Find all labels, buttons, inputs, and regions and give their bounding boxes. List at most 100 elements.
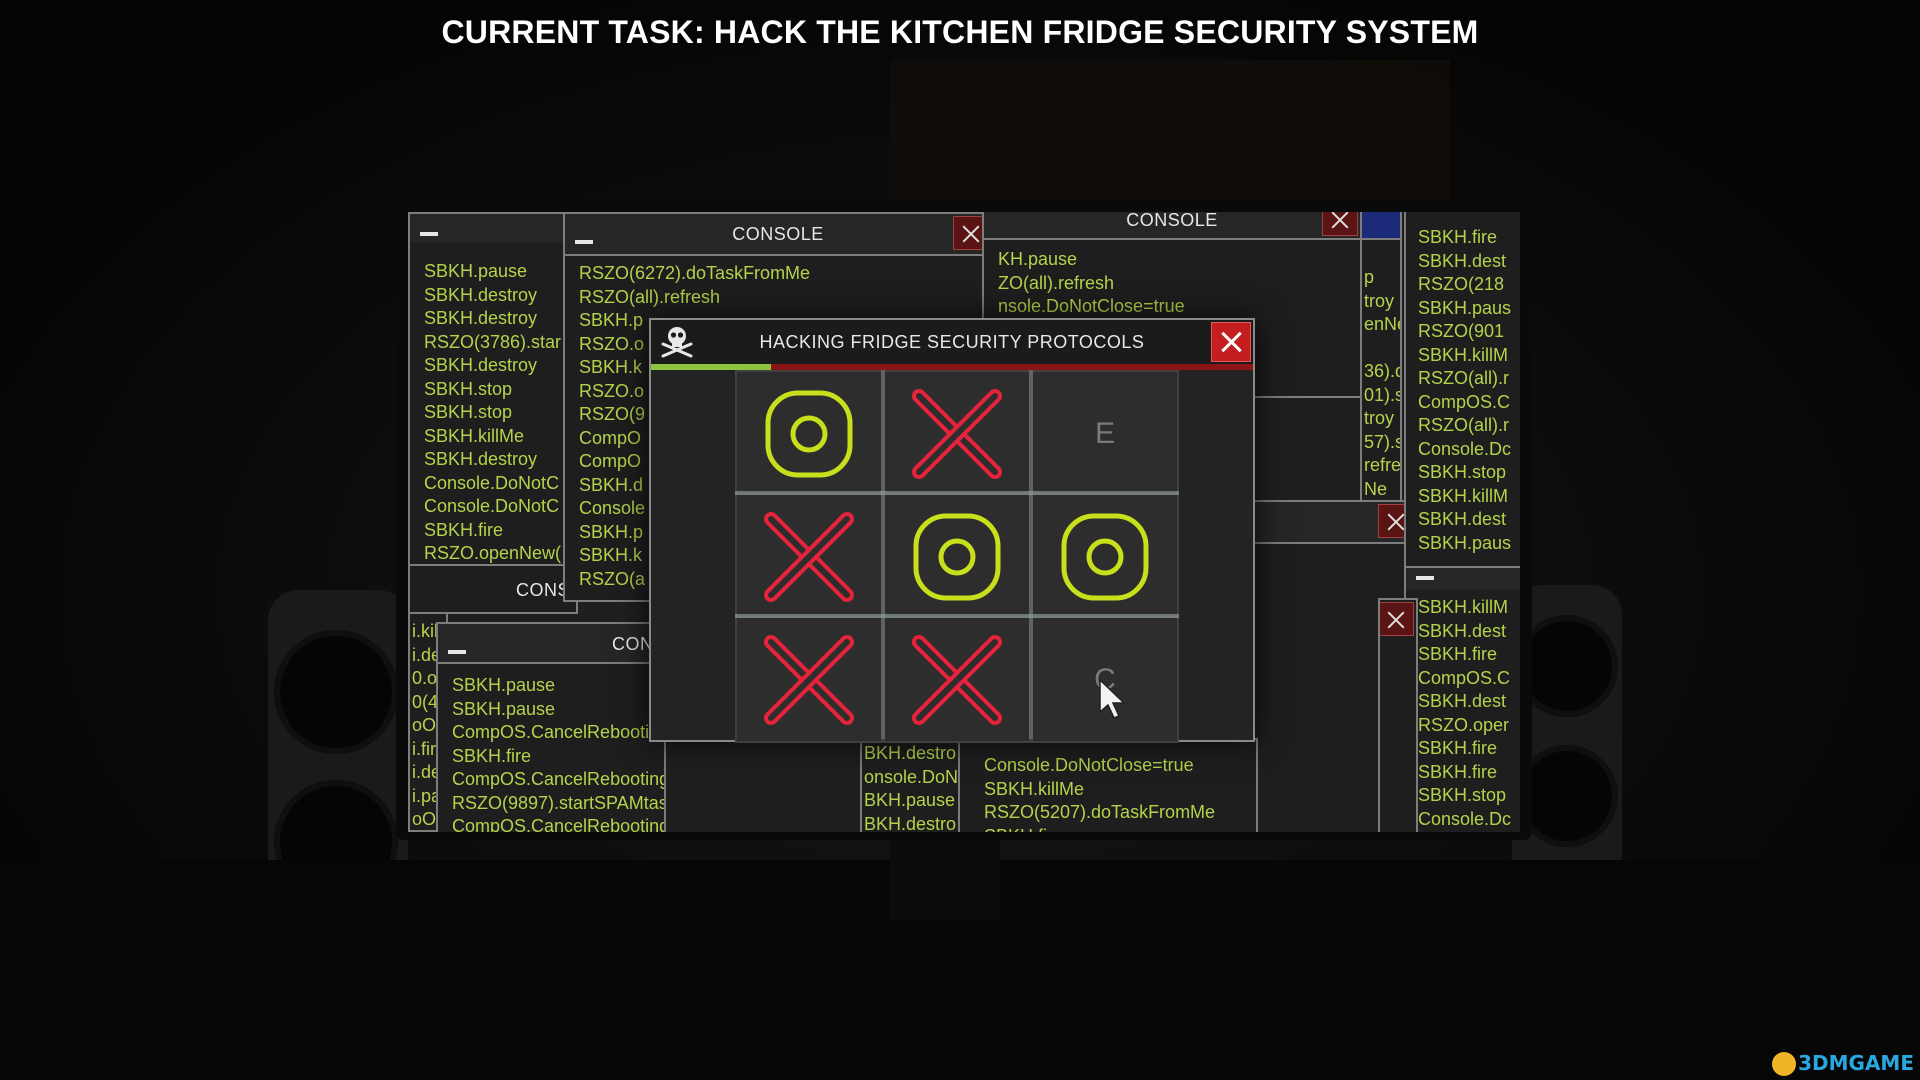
- board-cell-r1-c1[interactable]: [735, 370, 883, 497]
- console-log-line: RSZO(6272).doTaskFromMe: [579, 263, 811, 283]
- console-log-line: i.kil: [412, 621, 438, 641]
- board-cell-r1-c2[interactable]: [883, 370, 1031, 497]
- console-log-line: 0(4: [412, 691, 439, 712]
- board-cell-r2-c1[interactable]: [735, 493, 883, 620]
- console-log-line: BKH.destro: [864, 743, 957, 763]
- console-log-line: SBKH.p: [579, 521, 644, 542]
- console-log-line: RSZO(a: [579, 568, 646, 589]
- console-log-line: CompOS.C: [1418, 391, 1511, 412]
- console-log-line: SBKH.destroy: [424, 284, 538, 305]
- console-log-line: i.de: [412, 762, 442, 782]
- console-log-line: SBKH.stop: [424, 378, 513, 399]
- console-log-line: SBKH.k: [579, 545, 643, 565]
- board-cell-r1-c3[interactable]: E: [1031, 370, 1179, 497]
- minimize-icon[interactable]: [420, 232, 438, 236]
- console-title-bar[interactable]: [410, 214, 576, 242]
- mouse-cursor-icon: [1099, 678, 1126, 719]
- console-log-line: Console.Dc: [1418, 808, 1512, 829]
- board-grid-line: [735, 491, 1179, 495]
- console-log-line: RSZO.o: [579, 333, 645, 354]
- background-shelf: [890, 60, 1450, 200]
- console-log-line: BKH.pause: [864, 790, 956, 810]
- console-log-line: SBKH.destroy: [424, 308, 538, 328]
- console-log-line: RSZO(901: [1418, 321, 1505, 341]
- console-log-line: SBKH.stop: [424, 402, 513, 422]
- right-speaker-cone: [1516, 745, 1618, 847]
- console-log-line: RSZO(9: [579, 404, 646, 424]
- close-button[interactable]: [1211, 322, 1251, 362]
- console-log-line: SBKH.stop: [1418, 785, 1507, 805]
- console-log-line: KH.pause: [998, 249, 1078, 269]
- board-cell-letter: E: [1094, 416, 1115, 450]
- console-window[interactable]: CONS: [408, 564, 578, 614]
- board-cell-r2-c2[interactable]: [883, 493, 1031, 620]
- minimize-icon[interactable]: [448, 650, 466, 654]
- x-mark-icon: [764, 634, 854, 725]
- console-log-line: enNe: [1364, 314, 1400, 334]
- console-log-line: SBKH.killM: [1418, 597, 1509, 617]
- watermark-logo-icon: [1772, 1052, 1797, 1076]
- console-log-line: Console: [579, 498, 646, 518]
- console-log-line: RSZO(218: [1418, 274, 1505, 294]
- board-cell-r3-c2[interactable]: [883, 616, 1031, 743]
- console-log-line: SBKH.dest: [1418, 250, 1507, 271]
- watermark-text: 3DMGAME: [1798, 1050, 1914, 1075]
- board-cell-r2-c3[interactable]: [1031, 493, 1179, 620]
- console-log-line: Console.Dc: [1418, 438, 1512, 459]
- board-cell-r3-c1[interactable]: [735, 616, 883, 743]
- console-log-line: 01).s: [1364, 384, 1402, 405]
- console-log-line: CompO: [579, 451, 642, 471]
- minimize-icon[interactable]: [1416, 576, 1434, 580]
- console-log-line: SBKH.destroy: [424, 355, 538, 375]
- console-title-bar[interactable]: CONSOLE: [565, 214, 991, 256]
- x-mark-icon: [912, 634, 1002, 725]
- skull-crossbones-icon: [661, 327, 693, 358]
- console-title-bar[interactable]: [1406, 568, 1520, 590]
- close-button[interactable]: [1380, 602, 1414, 636]
- hacking-dialog-title-bar[interactable]: HACKING FRIDGE SECURITY PROTOCOLS: [651, 320, 1253, 364]
- console-log-line: SBKH.fire: [452, 745, 532, 766]
- console-log-line: SBKH.killMe: [424, 425, 525, 446]
- console-log-line: RSZO(9897).startSPAMtasks: [452, 792, 666, 813]
- board-cell-r3-c3[interactable]: C: [1031, 616, 1179, 743]
- console-log-line: SBKH.paus: [1418, 532, 1512, 553]
- console-log-line: 57).s: [1364, 431, 1402, 452]
- console-log-line: troy: [1364, 408, 1395, 428]
- console-log-line: SBKH.pause: [452, 698, 556, 719]
- console-log-line: SBKH.pause: [424, 261, 528, 281]
- console-log-line: SBKH.pause: [452, 675, 556, 695]
- console-log-line: RSZO(all).r: [1418, 368, 1509, 388]
- left-speaker-cone: [274, 630, 398, 754]
- console-log-line: SBKH.killMe: [984, 778, 1085, 799]
- console-log-line: RSZO.o: [579, 380, 645, 401]
- console-log-line: SBKH.stop: [1418, 462, 1507, 482]
- console-title-bar[interactable]: CONS: [438, 624, 664, 664]
- console-log-line: Console.DoNotClose=true: [984, 755, 1194, 775]
- console-log-line: SBKH.killM: [1418, 485, 1509, 506]
- console-log-line: SBKH.k: [579, 357, 643, 377]
- console-title-bar[interactable]: CONSOLE: [984, 212, 1360, 240]
- console-title-bar[interactable]: [1362, 212, 1400, 240]
- console-log-line: SBKH.dest: [1418, 691, 1507, 711]
- hacking-dialog[interactable]: HACKING FRIDGE SECURITY PROTOCOLS E C: [649, 318, 1255, 743]
- hack-progress-bar: [651, 364, 1253, 370]
- console-title-bar[interactable]: [1250, 502, 1416, 544]
- console-log-line: CompOS.CancelRebooting: [452, 769, 666, 789]
- hacking-dialog-title: HACKING FRIDGE SECURITY PROTOCOLS: [759, 332, 1145, 352]
- console-log-line: i.fir: [412, 738, 436, 759]
- console-log-line: SBKH.dest: [1418, 620, 1507, 641]
- console-log-line: onsole.DoN: [864, 766, 959, 787]
- console-log-line: SBKH.fire: [424, 519, 504, 540]
- minimize-icon[interactable]: [575, 240, 593, 244]
- console-window[interactable]: [1378, 598, 1418, 832]
- close-button[interactable]: [1322, 212, 1358, 236]
- console-log-line: RSZO(5207).doTaskFromMe: [984, 802, 1216, 822]
- console-log-line: CompOS.CancelRebooting: [452, 722, 666, 742]
